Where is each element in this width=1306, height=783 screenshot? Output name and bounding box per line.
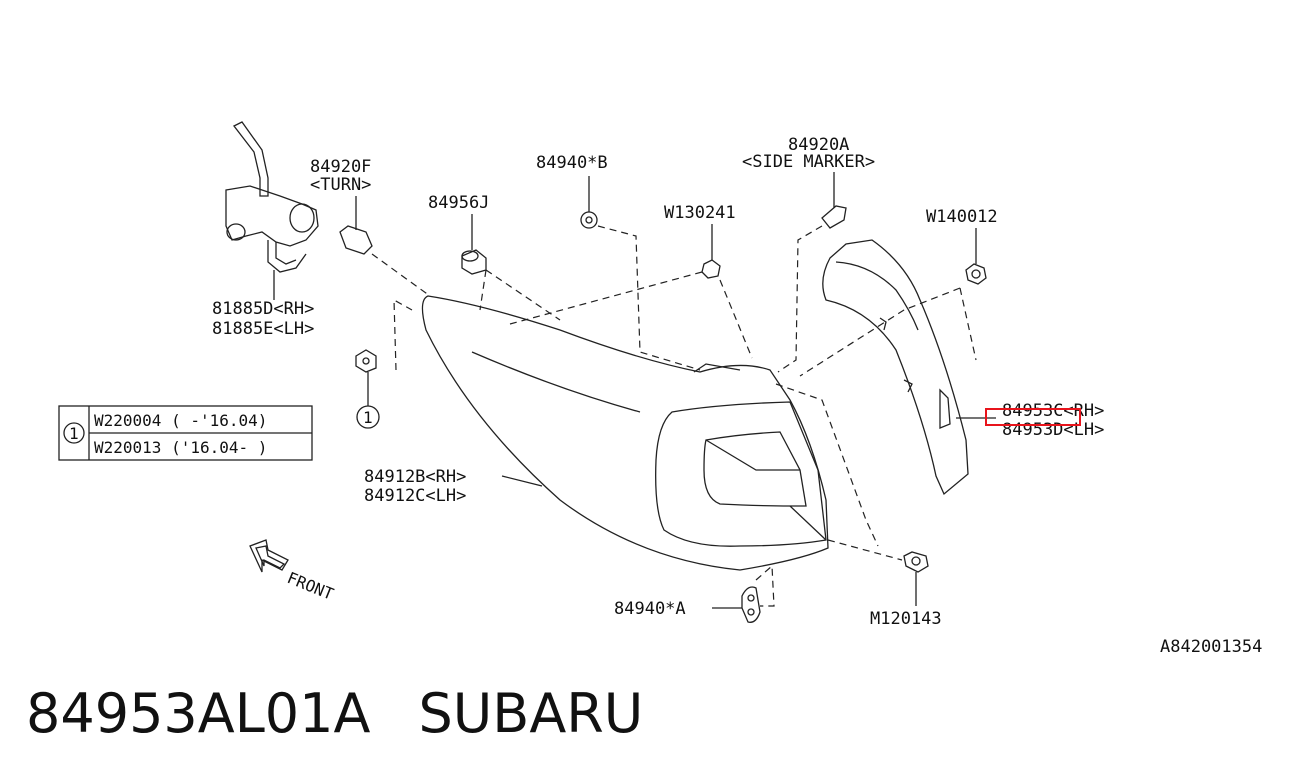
label-84953C: 84953C<RH> bbox=[1002, 401, 1104, 421]
dashed-leaders bbox=[371, 225, 977, 607]
label-turn: <TURN> bbox=[310, 175, 371, 195]
ref-table-marker: 1 bbox=[69, 424, 79, 443]
tail-lamp-assembly bbox=[421, 295, 829, 571]
reference-table: 1 W220004 ( -'16.04) W220013 ('16.04- ) bbox=[58, 405, 313, 461]
clip-part: 1 bbox=[355, 349, 380, 429]
socket-harness bbox=[225, 121, 319, 300]
label-84940B: 84940*B bbox=[536, 153, 608, 173]
label-81885D: 81885D<RH> bbox=[212, 299, 314, 319]
ref-table-row: W220004 ( -'16.04) bbox=[94, 411, 267, 430]
ref-table-row: W220013 ('16.04- ) bbox=[94, 438, 267, 457]
grommet-84956J bbox=[461, 214, 487, 275]
callout-1-text: 1 bbox=[363, 408, 373, 427]
footer-caption: 84953AL01A SUBARU bbox=[26, 682, 643, 745]
side-marker-bulb bbox=[821, 172, 847, 229]
label-84920A: 84920A bbox=[788, 135, 849, 155]
front-arrow: FRONT bbox=[249, 539, 337, 604]
bracket-84940A bbox=[712, 586, 761, 623]
parts-diagram: 1 bbox=[58, 121, 1262, 657]
label-84956J: 84956J bbox=[428, 193, 489, 213]
label-81885E: 81885E<LH> bbox=[212, 319, 314, 339]
label-W140012: W140012 bbox=[926, 207, 998, 227]
footer-brand: SUBARU bbox=[418, 682, 644, 745]
side-cover-84953 bbox=[822, 239, 996, 496]
highlight-box bbox=[985, 408, 1081, 426]
label-84940A: 84940*A bbox=[614, 599, 686, 619]
label-side-marker: <SIDE MARKER> bbox=[742, 152, 875, 172]
front-text: FRONT bbox=[285, 568, 337, 604]
nut-W130241 bbox=[701, 224, 721, 279]
label-84920F: 84920F bbox=[310, 157, 371, 177]
label-84912C: 84912C<LH> bbox=[364, 486, 466, 506]
label-84953D: 84953D<LH> bbox=[1002, 420, 1104, 440]
footer-part-number: 84953AL01A bbox=[26, 682, 371, 745]
label-84912B: 84912B<RH> bbox=[364, 467, 466, 487]
nut-84940B bbox=[580, 176, 598, 229]
diagram-code: A842001354 bbox=[1160, 637, 1262, 657]
screw-W140012 bbox=[965, 228, 987, 285]
label-W130241: W130241 bbox=[664, 203, 736, 223]
screw-M120143 bbox=[903, 551, 929, 606]
label-M120143: M120143 bbox=[870, 609, 942, 629]
turn-bulb bbox=[339, 196, 373, 255]
callout-circle-1 bbox=[356, 405, 380, 429]
